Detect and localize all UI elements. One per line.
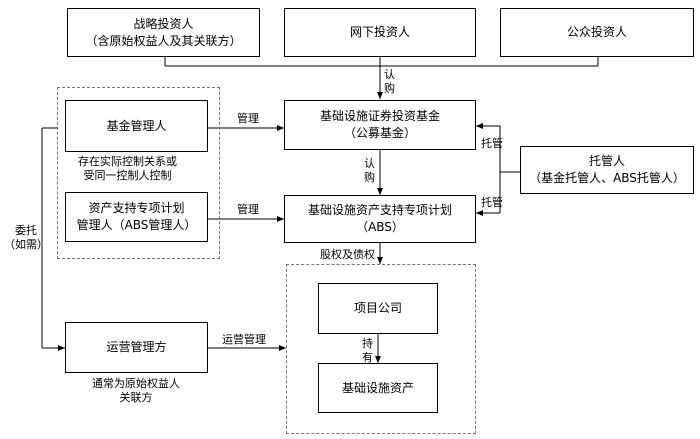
offline-investor-name: 网下投资人	[349, 25, 410, 39]
entrust-label: 委托 （如需）	[4, 224, 48, 252]
infra-fund-box: 基础设施证券投资基金 （公募基金）	[284, 100, 476, 150]
public-investor-box: 公众投资人	[500, 8, 694, 57]
strategic-investor-note: （含原始权益人及其关联方）	[85, 33, 242, 48]
abs-manager-name: 资产支持专项计划	[88, 201, 185, 215]
public-investor-name: 公众投资人	[566, 25, 627, 39]
custodian-name: 托管人	[588, 154, 625, 168]
asset-group-frame	[286, 264, 476, 434]
fund-manager-box: 基金管理人	[65, 100, 208, 152]
operator-name: 运营管理方	[106, 340, 167, 354]
control-relation-note: 存在实际控制关系或 受同一控制人控制	[78, 155, 177, 183]
operator-box: 运营管理方	[65, 322, 208, 373]
operator-note-1: 通常为原始权益人	[92, 377, 180, 390]
project-company-name: 项目公司	[353, 301, 402, 315]
hold-label-1: 持	[362, 337, 373, 350]
manage-fund-label: 管理	[237, 112, 259, 125]
abs-plan-type: （ABS）	[356, 220, 404, 234]
subscribe-abs-label-1: 认	[364, 157, 375, 170]
abs-plan-name: 基础设施资产支持专项计划	[307, 203, 452, 217]
custodian-box: 托管人 （基金托管人、ABS托管人）	[520, 146, 694, 194]
infra-asset-box: 基础设施资产	[318, 363, 438, 413]
operation-manage-label: 运营管理	[222, 333, 266, 346]
infra-fund-name: 基础设施证券投资基金	[319, 109, 440, 123]
subscribe-abs-label-2: 购	[364, 171, 375, 184]
abs-plan-box: 基础设施资产支持专项计划 （ABS）	[284, 195, 476, 243]
fund-manager-name: 基金管理人	[106, 118, 167, 133]
control-relation-note-2: 受同一控制人控制	[83, 169, 172, 182]
control-relation-note-1: 存在实际控制关系或	[78, 155, 177, 168]
subscribe-fund-label-2: 购	[384, 82, 395, 95]
subscribe-abs-label: 认 购	[364, 157, 375, 185]
custody-abs-label: 托管	[481, 196, 503, 209]
infra-asset-name: 基础设施资产	[341, 380, 414, 395]
equity-debt-label: 股权及债权	[320, 248, 375, 261]
abs-manager-box: 资产支持专项计划 管理人（ABS管理人）	[65, 192, 208, 242]
manage-abs-label: 管理	[237, 203, 259, 216]
subscribe-fund-label: 认 购	[384, 68, 395, 96]
operator-note-2: 关联方	[119, 391, 153, 404]
strategic-investor-box: 战略投资人 （含原始权益人及其关联方）	[67, 8, 260, 57]
operator-note: 通常为原始权益人 关联方	[92, 377, 180, 405]
custodian-note: （基金托管人、ABS托管人）	[529, 171, 685, 185]
abs-manager-note: 管理人（ABS管理人）	[76, 218, 197, 232]
manager-group-frame	[57, 87, 220, 259]
hold-label: 持 有	[362, 337, 373, 365]
hold-label-2: 有	[362, 351, 373, 364]
infra-fund-type: （公募基金）	[343, 126, 416, 140]
custody-fund-label: 托管	[481, 137, 503, 150]
entrust-label-1: 委托	[15, 224, 37, 237]
offline-investor-box: 网下投资人	[284, 8, 476, 57]
subscribe-fund-label-1: 认	[384, 68, 395, 81]
project-company-box: 项目公司	[318, 283, 438, 334]
entrust-label-2: （如需）	[4, 238, 48, 251]
strategic-investor-name: 战略投资人	[133, 16, 194, 31]
